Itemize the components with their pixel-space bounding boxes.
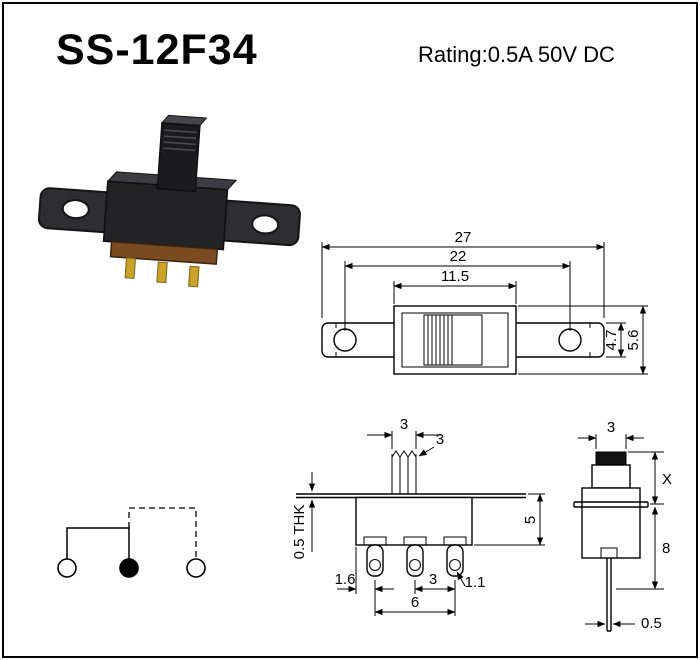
dim-actuator-width: 3 (367, 416, 441, 449)
photo-slider-knob (156, 122, 201, 193)
technical-drawing: 27 22 11.5 4.7 (37, 114, 672, 632)
dim-upper-height-label: X (662, 471, 672, 488)
dim-terminal-offset-label: 1.6 (335, 571, 356, 588)
photo-switch-body (102, 180, 229, 251)
dim-actuator-offset-label: 3 (436, 431, 444, 448)
dim-hole-span: 22 (344, 248, 571, 331)
side-view-plate-flange (573, 501, 649, 508)
schematic-terminal-common (119, 558, 139, 578)
side-view-knob-cap (595, 451, 627, 466)
top-view-body-frame (401, 312, 509, 368)
terminal-left (363, 536, 387, 577)
front-view-body (355, 496, 473, 546)
dim-pin-thickness: 0.5 (585, 615, 662, 632)
top-view-hole-left (333, 328, 357, 352)
dim-terminal-pitch-label: 3 (429, 571, 437, 588)
photo-mount-hole-left (61, 199, 90, 220)
rating-text: Rating:0.5A 50V DC (418, 42, 615, 67)
actuator-knurl (391, 450, 417, 458)
dim-actuator-offset: 3 (418, 431, 444, 457)
schematic-dashed-throw (128, 507, 197, 559)
photo-knob-ribs (163, 129, 197, 152)
front-view-actuator (391, 450, 417, 494)
schematic-terminal-right (186, 558, 206, 578)
photo-insulator-base (109, 240, 219, 265)
side-view-pin (606, 558, 612, 632)
dim-side-body-height: 8 (616, 506, 670, 590)
dim-terminal-pitch: 3 (414, 571, 456, 594)
dim-body-width-label: 11.5 (441, 268, 469, 285)
dim-plate-height-label: 4.7 (603, 330, 620, 351)
front-view-terminals (363, 536, 467, 577)
dim-body-height-label: 5.6 (625, 330, 642, 351)
dim-outer-width: 27 (321, 229, 605, 318)
top-view-hole-right (558, 328, 582, 352)
photo-mount-hole-right (251, 214, 280, 235)
side-view-body (581, 487, 641, 559)
product-photo (37, 114, 301, 288)
dim-hole-diameter-label: 1.1 (465, 574, 486, 591)
top-view-drawing: 27 22 11.5 4.7 (321, 229, 648, 375)
dim-body-width: 11.5 (393, 268, 517, 304)
dim-plate-thickness: 0.5 THK (291, 472, 316, 560)
dim-upper-height: X (628, 451, 672, 505)
circuit-schematic (57, 507, 206, 578)
top-view-plate-steps (335, 323, 591, 357)
dim-knob-width: 3 (578, 419, 644, 449)
top-view-slider-ribs (427, 315, 453, 365)
side-view-drawing: 3 X 8 0.5 (573, 419, 672, 632)
side-view-actuator-neck (591, 464, 631, 489)
part-number-title: SS-12F34 (56, 26, 258, 74)
dim-body-depth-label: 5 (522, 516, 539, 524)
dim-terminal-span: 6 (374, 580, 456, 616)
dim-actuator-width-label: 3 (400, 416, 408, 433)
dim-knob-width-label: 3 (607, 419, 615, 436)
dim-body-height: 5.6 (518, 305, 648, 375)
front-view-drawing: 3 3 0.5 THK 5 (291, 416, 545, 616)
dim-plate-height: 4.7 (603, 322, 626, 358)
schematic-terminal-left (57, 558, 77, 578)
dim-side-body-height-label: 8 (662, 540, 670, 557)
schematic-solid-throw (66, 527, 130, 559)
dim-terminal-span-label: 6 (411, 594, 419, 611)
dim-pin-thickness-label: 0.5 (641, 615, 662, 632)
photo-terminal-pins (124, 257, 200, 288)
dim-hole-diameter: 1.1 (456, 571, 486, 591)
dim-terminal-offset: 1.6 (335, 547, 394, 616)
terminal-right (443, 536, 467, 577)
top-view-slider (423, 314, 483, 366)
side-view-terminal-boss (600, 547, 618, 559)
dim-body-depth: 5 (474, 493, 545, 546)
terminal-middle (403, 536, 427, 577)
dim-plate-thickness-label: 0.5 THK (291, 505, 308, 560)
dim-outer-width-label: 27 (455, 229, 472, 246)
top-view-body (393, 305, 517, 375)
dim-hole-span-label: 22 (450, 248, 467, 265)
